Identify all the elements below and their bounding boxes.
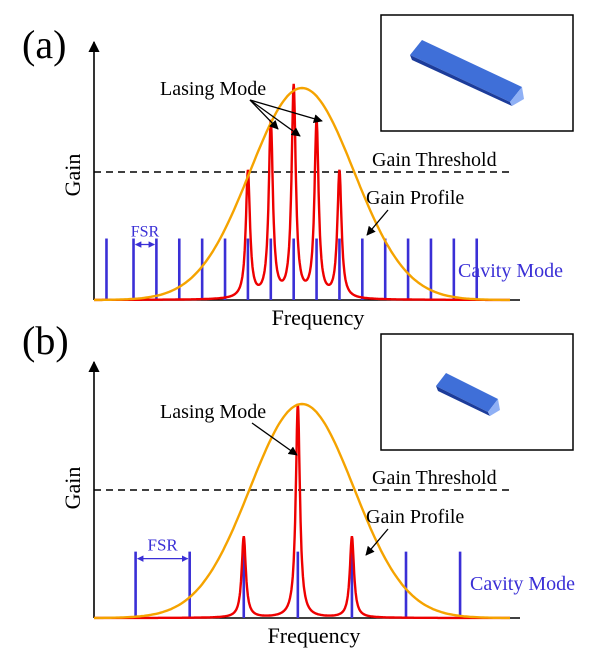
panel-b-cavity-label: Cavity Mode xyxy=(470,573,575,595)
panel-a-threshold-label: Gain Threshold xyxy=(372,149,497,171)
panel-b-tag: (b) xyxy=(22,318,69,363)
panel-b-cavity-modes xyxy=(134,551,462,618)
panel-a-lasing-spectrum xyxy=(94,83,510,302)
panel-b-threshold-label: Gain Threshold xyxy=(372,467,497,489)
panel-a-profile-arrow xyxy=(366,209,389,236)
panel-b-prism-icon xyxy=(436,373,500,416)
panel-a-gain-profile xyxy=(94,86,510,302)
panel-a: (a) Gain Frequency Gain Threshold Lasing… xyxy=(22,14,574,330)
panel-a-lasing-arrow-1 xyxy=(249,99,279,130)
panel-b-x-label: Frequency xyxy=(268,623,361,648)
panel-a-fsr-label: FSR xyxy=(131,224,160,241)
panel-a-y-label: Gain xyxy=(60,154,85,197)
panel-b-y-label: Gain xyxy=(60,467,85,510)
panel-a-prism-icon xyxy=(410,40,524,106)
panel-a-tag: (a) xyxy=(22,22,66,67)
panel-b-profile-label: Gain Profile xyxy=(366,506,464,528)
panel-a-cavity-label: Cavity Mode xyxy=(458,260,563,282)
panel-a-cavity-modes xyxy=(105,238,479,300)
panel-a-profile-label: Gain Profile xyxy=(366,187,464,209)
panel-a-lasing-label: Lasing Mode xyxy=(160,78,266,100)
panel-b-prism-inset xyxy=(380,333,574,451)
panel-b-profile-arrow xyxy=(365,528,389,556)
panel-a-x-label: Frequency xyxy=(272,305,365,330)
panel-b-gain-profile xyxy=(94,402,510,620)
panel-b-lasing-spectrum xyxy=(94,403,510,620)
panel-a-prism-inset xyxy=(380,14,574,132)
panel-a-lasing-arrow-3 xyxy=(249,99,323,124)
panel-a-lasing-arrow-2 xyxy=(249,99,301,137)
panel-b: (b) Gain Frequency Gain Threshold Lasing… xyxy=(22,318,575,648)
panel-b-fsr-label: FSR xyxy=(148,536,179,555)
panel-b-lasing-arrow xyxy=(251,422,298,456)
panel-b-lasing-label: Lasing Mode xyxy=(160,401,266,423)
